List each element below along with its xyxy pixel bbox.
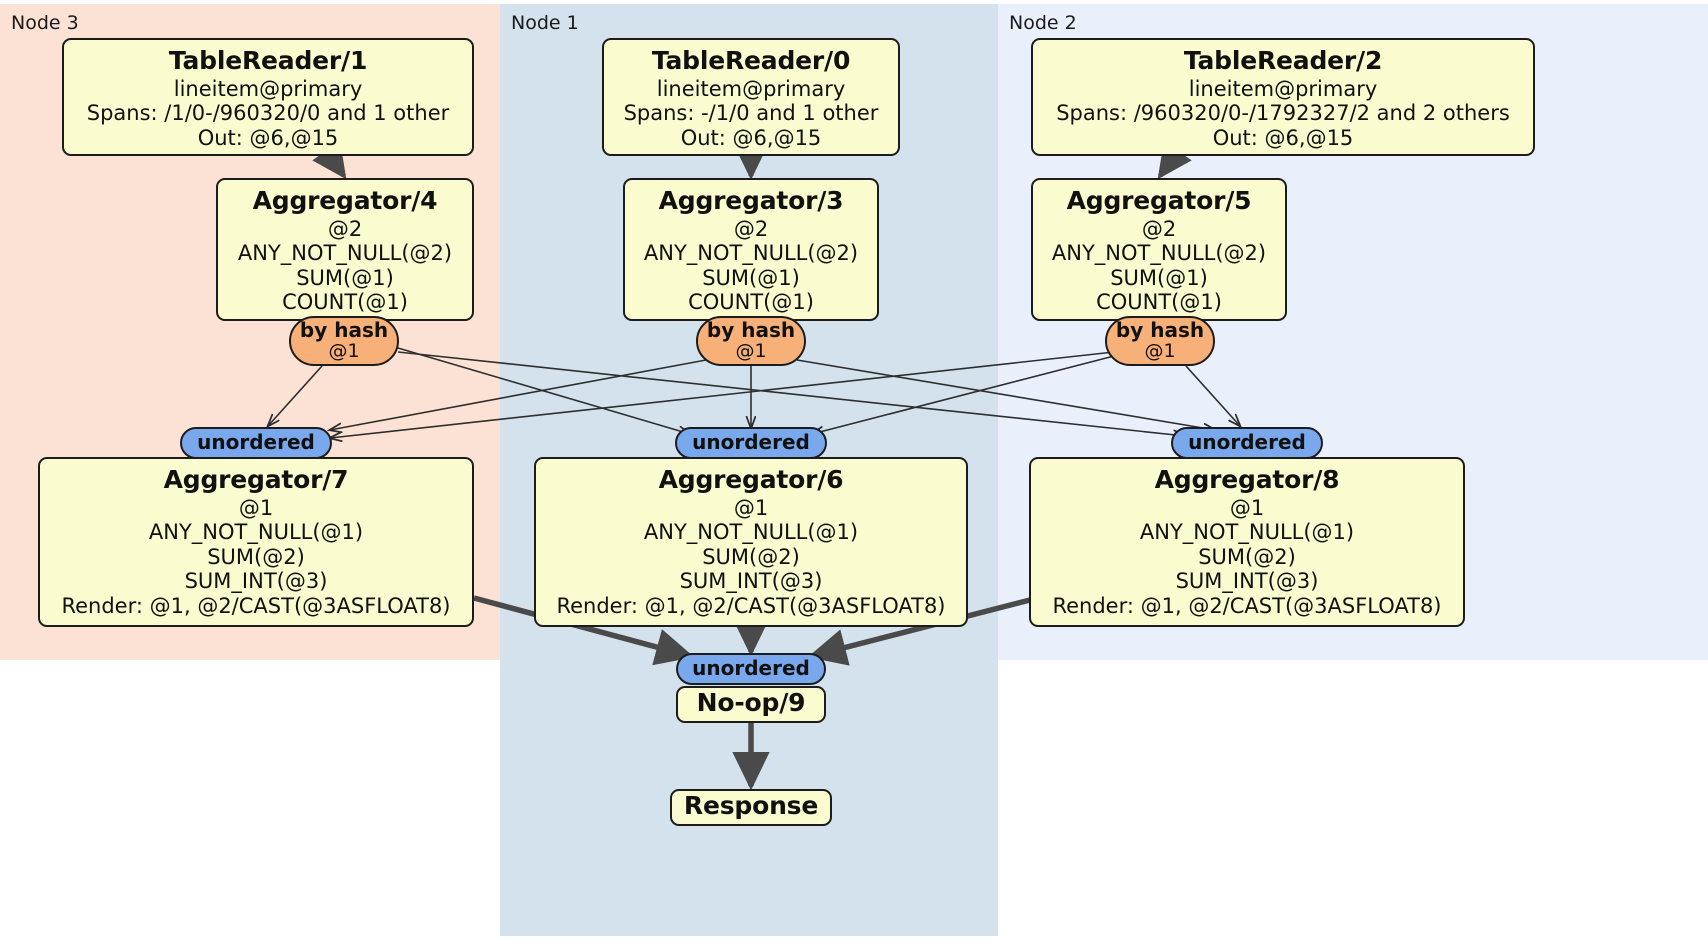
hash-router-title: by hash	[299, 317, 389, 342]
processor-title: TableReader/2	[1183, 46, 1383, 75]
processor-title: No-op/9	[696, 688, 806, 718]
hash-router-title: by hash	[706, 317, 796, 342]
processor-noop-9[interactable]: No-op/9	[676, 686, 826, 723]
processor-line: lineitem@primary	[656, 76, 846, 101]
hash-router-title: by hash	[1115, 317, 1205, 342]
processor-line: ANY_NOT_NULL(@2)	[643, 241, 859, 266]
processor-line: SUM(@1)	[296, 265, 394, 290]
processor-title: TableReader/0	[651, 46, 851, 75]
hash-router-right[interactable]: by hash @1	[1105, 316, 1215, 366]
processor-line: Render: @1, @2/CAST(@3ASFLOAT8)	[1052, 593, 1442, 618]
processor-title: Response	[683, 791, 819, 821]
processor-title: TableReader/1	[168, 46, 368, 75]
processor-title: Aggregator/7	[163, 465, 349, 494]
synchronizer-right[interactable]: unordered	[1171, 427, 1323, 459]
node-panel-label: Node 3	[11, 12, 79, 34]
processor-aggregator-6[interactable]: Aggregator/6 @1 ANY_NOT_NULL(@1) SUM(@2)…	[534, 457, 968, 627]
processor-title: Aggregator/3	[658, 186, 844, 215]
hash-router-left[interactable]: by hash @1	[289, 316, 399, 366]
synchronizer-left[interactable]: unordered	[180, 427, 332, 459]
processor-line: SUM_INT(@3)	[679, 569, 823, 594]
processor-line: @2	[327, 216, 363, 241]
processor-line: SUM(@2)	[207, 544, 305, 569]
processor-line: SUM(@2)	[702, 544, 800, 569]
processor-line: @2	[1141, 216, 1177, 241]
hash-router-key: @1	[328, 340, 360, 363]
processor-line: Spans: -/1/0 and 1 other	[623, 101, 879, 126]
processor-line: @1	[1229, 495, 1265, 520]
processor-line: COUNT(@1)	[1096, 290, 1222, 315]
processor-line: Spans: /960320/0-/1792327/2 and 2 others	[1056, 101, 1510, 126]
processor-line: SUM(@2)	[1198, 544, 1296, 569]
synchronizer-title: unordered	[197, 430, 315, 455]
processor-aggregator-5[interactable]: Aggregator/5 @2 ANY_NOT_NULL(@2) SUM(@1)…	[1031, 178, 1287, 321]
node-panel-label: Node 2	[1009, 12, 1077, 34]
processor-line: @1	[238, 495, 274, 520]
processor-line: COUNT(@1)	[282, 290, 408, 315]
processor-aggregator-7[interactable]: Aggregator/7 @1 ANY_NOT_NULL(@1) SUM(@2)…	[38, 457, 474, 627]
processor-aggregator-8[interactable]: Aggregator/8 @1 ANY_NOT_NULL(@1) SUM(@2)…	[1029, 457, 1465, 627]
synchronizer-title: unordered	[692, 430, 810, 455]
node-panel-label: Node 1	[511, 12, 579, 34]
processor-title: Aggregator/8	[1154, 465, 1340, 494]
processor-line: Out: @6,@15	[1212, 125, 1354, 150]
hash-router-key: @1	[1144, 340, 1176, 363]
processor-line: ANY_NOT_NULL(@1)	[1139, 520, 1355, 545]
processor-line: @1	[733, 495, 769, 520]
processor-line: ANY_NOT_NULL(@2)	[237, 241, 453, 266]
processor-table-reader-0[interactable]: TableReader/0 lineitem@primary Spans: -/…	[602, 38, 900, 156]
processor-title: Aggregator/6	[658, 465, 844, 494]
processor-line: Render: @1, @2/CAST(@3ASFLOAT8)	[556, 593, 946, 618]
processor-aggregator-4[interactable]: Aggregator/4 @2 ANY_NOT_NULL(@2) SUM(@1)…	[216, 178, 474, 321]
processor-title: Aggregator/5	[1066, 186, 1252, 215]
synchronizer-final[interactable]: unordered	[676, 653, 826, 685]
processor-line: Out: @6,@15	[680, 125, 822, 150]
processor-line: Render: @1, @2/CAST(@3ASFLOAT8)	[61, 593, 451, 618]
processor-line: SUM_INT(@3)	[1175, 569, 1319, 594]
processor-title: Aggregator/4	[252, 186, 438, 215]
processor-line: SUM(@1)	[1110, 265, 1208, 290]
processor-aggregator-3[interactable]: Aggregator/3 @2 ANY_NOT_NULL(@2) SUM(@1)…	[623, 178, 879, 321]
synchronizer-title: unordered	[692, 656, 810, 681]
processor-response[interactable]: Response	[670, 789, 832, 826]
processor-line: Spans: /1/0-/960320/0 and 1 other	[86, 101, 450, 126]
processor-line: ANY_NOT_NULL(@1)	[148, 520, 364, 545]
hash-router-center[interactable]: by hash @1	[696, 316, 806, 366]
processor-line: lineitem@primary	[1188, 76, 1378, 101]
hash-router-key: @1	[735, 340, 767, 363]
synchronizer-center[interactable]: unordered	[675, 427, 827, 459]
processor-line: ANY_NOT_NULL(@1)	[643, 520, 859, 545]
processor-table-reader-1[interactable]: TableReader/1 lineitem@primary Spans: /1…	[62, 38, 474, 156]
synchronizer-title: unordered	[1188, 430, 1306, 455]
processor-line: @2	[733, 216, 769, 241]
processor-line: SUM(@1)	[702, 265, 800, 290]
processor-line: ANY_NOT_NULL(@2)	[1051, 241, 1267, 266]
processor-line: lineitem@primary	[173, 76, 363, 101]
processor-line: SUM_INT(@3)	[184, 569, 328, 594]
processor-line: Out: @6,@15	[197, 125, 339, 150]
processor-table-reader-2[interactable]: TableReader/2 lineitem@primary Spans: /9…	[1031, 38, 1535, 156]
processor-line: COUNT(@1)	[688, 290, 814, 315]
